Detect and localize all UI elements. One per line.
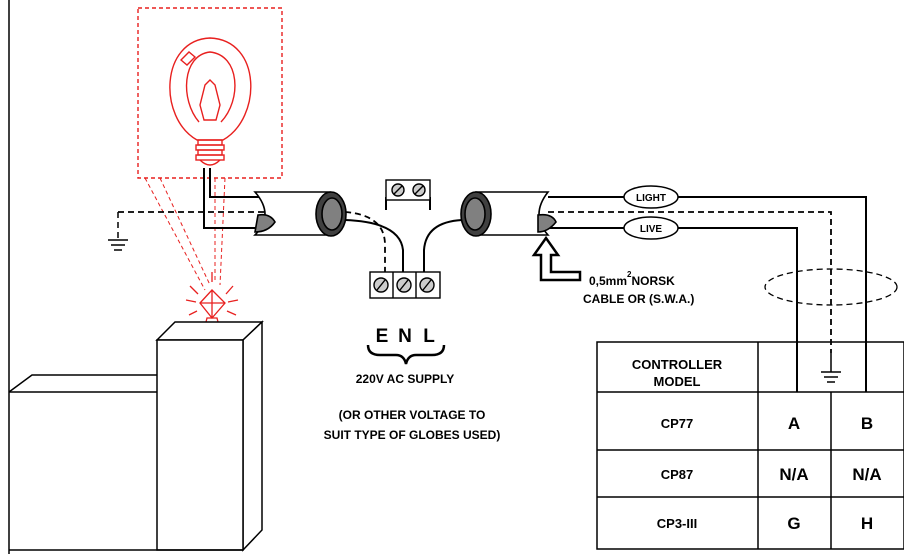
cable-spec-line2: CABLE OR (S.W.A.)	[583, 292, 694, 306]
earth-symbol-right	[821, 353, 841, 383]
terminal-live-label: L	[423, 326, 435, 347]
beacon-icon	[185, 272, 239, 327]
table-row-a: A	[788, 414, 800, 433]
light-bulb-icon	[137, 7, 283, 179]
cable-pointer-arrow	[531, 235, 582, 282]
table-header-line1: CONTROLLER	[632, 357, 723, 372]
table-row-a: G	[787, 514, 800, 533]
junction-terminal	[385, 179, 431, 201]
terminal-earth-label: E	[376, 326, 389, 347]
table-row-b: B	[861, 414, 873, 433]
beam-lines	[144, 177, 226, 291]
cable-spec-prefix: 0,5mm	[589, 274, 627, 288]
table-row-a: N/A	[779, 465, 808, 484]
cable-spec-line1: 0,5mm2NORSK	[589, 270, 675, 288]
conduit-left	[253, 191, 347, 237]
supply-label: 220V AC SUPPLY	[356, 372, 455, 386]
wire-tag-live-label: LIVE	[640, 224, 663, 235]
table-row-model: CP3-III	[657, 516, 697, 531]
cable-spec-superscript: 2	[627, 270, 632, 279]
table-row-b: H	[861, 514, 873, 533]
supply-note-line1: (OR OTHER VOLTAGE TO	[339, 408, 486, 422]
table-row-model: CP77	[661, 416, 694, 431]
wire-tag-light: LIGHT	[623, 185, 679, 209]
supply-note-line2: SUIT TYPE OF GLOBES USED)	[324, 428, 501, 442]
table-row-b: N/A	[852, 465, 881, 484]
supply-brace	[366, 344, 446, 365]
table-header-line2: MODEL	[654, 374, 701, 389]
controller-table: CONTROLLER MODEL CP77 A B CP87 N/A N/A C…	[596, 341, 904, 550]
table-row-model: CP87	[661, 467, 694, 482]
cable-loop	[764, 268, 898, 306]
earth-symbol-left	[108, 212, 128, 251]
terminal-neutral-label: N	[398, 326, 412, 347]
wire-tag-live: LIVE	[623, 216, 679, 240]
cabinet-icon	[8, 320, 264, 552]
supply-terminal-block	[369, 271, 441, 299]
cable-spec-suffix: NORSK	[631, 274, 675, 288]
conduit-right	[460, 191, 557, 237]
wire-tag-light-label: LIGHT	[636, 193, 666, 204]
bulb-dashed-frame	[137, 7, 283, 179]
